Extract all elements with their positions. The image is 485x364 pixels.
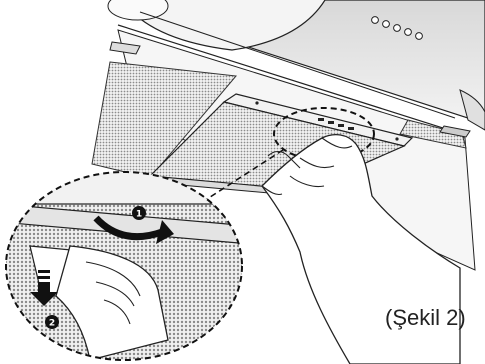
svg-text:1: 1 (136, 210, 142, 220)
hood-button (405, 29, 412, 36)
step-badge: 1 (132, 206, 146, 220)
latch-slot (328, 121, 334, 124)
latch-slot (338, 124, 344, 127)
hood-button (394, 25, 401, 32)
latch-slot (348, 127, 354, 130)
hood-button (416, 33, 423, 40)
zoomed-inset (0, 170, 250, 364)
svg-text:2: 2 (49, 319, 55, 329)
latch-slot (318, 118, 324, 121)
hood-button (383, 21, 390, 28)
step-badge: 2 (45, 315, 59, 329)
figure-caption: (Şekil 2) (385, 305, 466, 331)
hood-button (372, 17, 379, 24)
